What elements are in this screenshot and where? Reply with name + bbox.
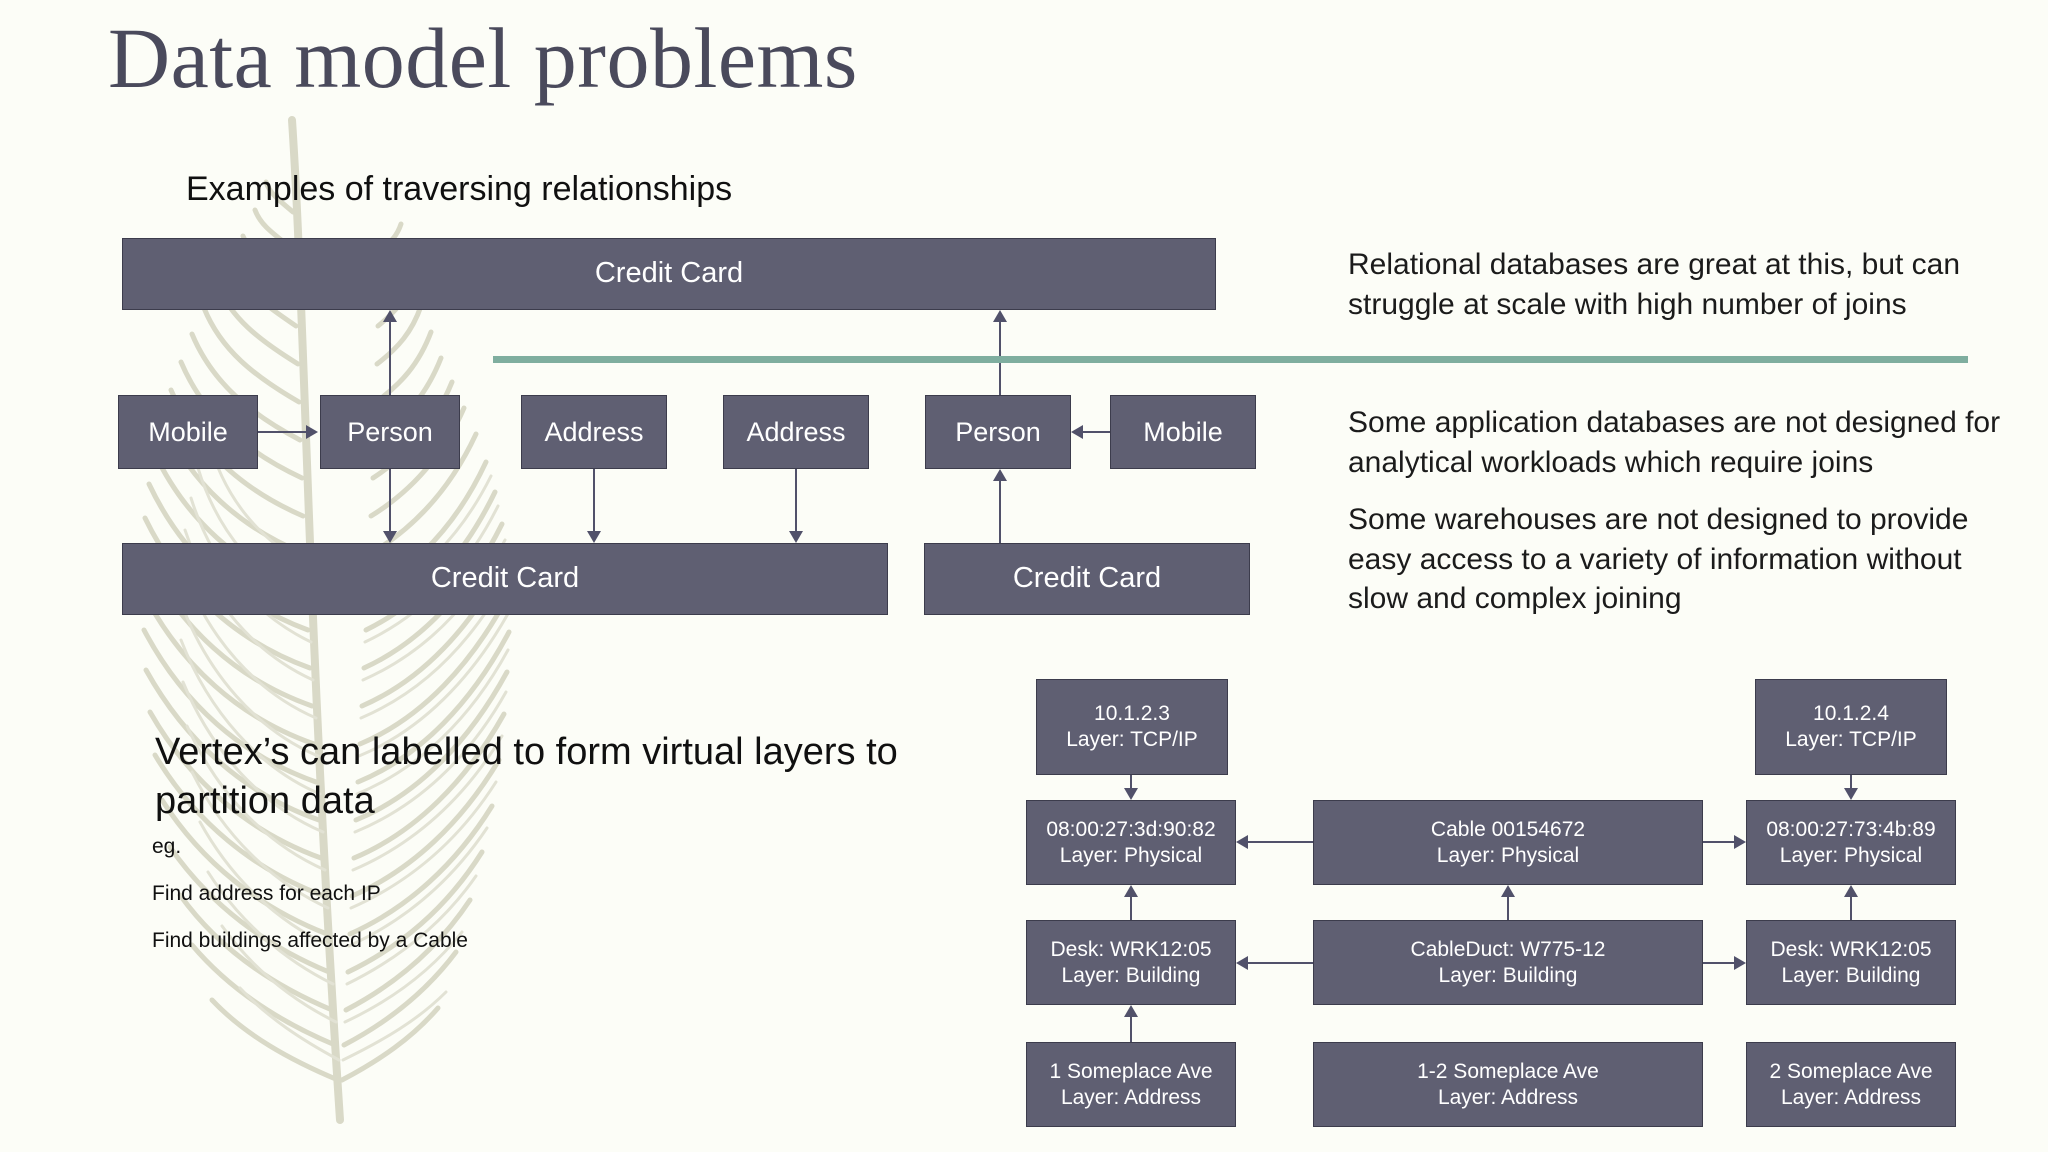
connector-building-right-to-physical-right: [1850, 897, 1852, 920]
note-relational-databases: Relational databases are great at this, …: [1348, 248, 1961, 321]
arrowhead-right-mobile-to-person: [1071, 425, 1083, 439]
connector-tcpip-left-to-physical-left: [1130, 775, 1132, 788]
node-line-1: Cable 00154672: [1430, 817, 1586, 841]
arrowhead-right-bottom-credit-card-to-person: [993, 469, 1007, 481]
node-line-2: Layer: Physical: [1779, 843, 1923, 867]
arrowhead-person-to-bottom-credit-card: [383, 531, 397, 543]
node-address-middle[interactable]: 1-2 Someplace Ave Layer: Address: [1313, 1042, 1703, 1127]
arrowhead-cableduct-to-building-left: [1236, 956, 1248, 970]
node-label: Mobile: [1143, 416, 1223, 447]
connector-right-mobile-to-person: [1083, 431, 1110, 433]
connector-cable-to-physical-left: [1248, 841, 1313, 843]
arrowhead-cableduct-to-cable: [1501, 885, 1515, 897]
node-physical-middle[interactable]: Cable 00154672 Layer: Physical: [1313, 800, 1703, 885]
node-left-address-1[interactable]: Address: [521, 395, 667, 469]
arrowhead-building-left-to-physical-left: [1124, 885, 1138, 897]
node-line-2: Layer: Address: [1060, 1085, 1202, 1109]
node-line-1: CableDuct: W775-12: [1410, 937, 1606, 961]
node-tcpip-right[interactable]: 10.1.2.4 Layer: TCP/IP: [1755, 679, 1947, 775]
node-top-credit-card[interactable]: Credit Card: [122, 238, 1216, 310]
node-line-2: Layer: TCP/IP: [1066, 728, 1198, 751]
node-line-1: 10.1.2.4: [1813, 702, 1889, 726]
node-label: Address: [544, 416, 644, 447]
arrowhead-person-to-top-credit-card: [383, 310, 397, 322]
arrowhead-cableduct-to-building-right: [1734, 956, 1746, 970]
connector-address-left-to-building-left: [1130, 1017, 1132, 1042]
vertex-example-find-address: Find address for each IP: [152, 882, 381, 905]
node-building-middle[interactable]: CableDuct: W775-12 Layer: Building: [1313, 920, 1703, 1005]
arrowhead-mobile-to-person: [306, 425, 318, 439]
node-left-address-2[interactable]: Address: [723, 395, 869, 469]
node-left-person[interactable]: Person: [320, 395, 460, 469]
node-line-2: Layer: Building: [1061, 963, 1201, 987]
node-label: Credit Card: [430, 562, 580, 595]
connector-tcpip-right-to-physical-right: [1850, 775, 1852, 788]
node-right-person[interactable]: Person: [925, 395, 1071, 469]
connector-building-left-to-physical-left: [1130, 897, 1132, 920]
node-physical-left[interactable]: 08:00:27:3d:90:82 Layer: Physical: [1026, 800, 1236, 885]
node-label: Credit Card: [594, 257, 744, 290]
page-title: Data model problems: [108, 10, 858, 106]
node-line-1: Desk: WRK12:05: [1770, 937, 1932, 961]
node-line-1: 2 Someplace Ave: [1769, 1059, 1933, 1083]
node-line-1: 1-2 Someplace Ave: [1417, 1059, 1599, 1083]
node-line-2: Layer: Address: [1437, 1085, 1579, 1109]
node-left-bottom-credit-card[interactable]: Credit Card: [122, 543, 888, 615]
node-label: Credit Card: [1012, 562, 1162, 595]
connector-person-to-top-credit-card: [389, 322, 391, 395]
node-right-bottom-credit-card[interactable]: Credit Card: [924, 543, 1250, 615]
vertex-example-find-buildings: Find buildings affected by a Cable: [152, 929, 468, 952]
node-line-2: Layer: Building: [1781, 963, 1921, 987]
vertex-eg-label: eg.: [152, 835, 182, 858]
arrowhead-cable-to-physical-left: [1236, 835, 1248, 849]
arrowhead-address-left-to-building-left: [1124, 1005, 1138, 1017]
node-label: Mobile: [148, 416, 228, 447]
node-line-2: Layer: TCP/IP: [1785, 728, 1917, 751]
node-line-1: 08:00:27:3d:90:82: [1046, 817, 1216, 841]
connector-cableduct-to-building-left: [1248, 962, 1313, 964]
node-left-mobile[interactable]: Mobile: [118, 395, 258, 469]
vertex-layers-heading: Vertex’s can labelled to form virtual la…: [155, 731, 898, 822]
node-label: Address: [746, 416, 846, 447]
node-line-2: Layer: Physical: [1436, 843, 1580, 867]
arrowhead-tcpip-left-to-physical-left: [1124, 788, 1138, 800]
node-address-left[interactable]: 1 Someplace Ave Layer: Address: [1026, 1042, 1236, 1127]
connector-cable-to-physical-right: [1703, 841, 1734, 843]
arrowhead-cable-to-physical-right: [1734, 835, 1746, 849]
node-address-right[interactable]: 2 Someplace Ave Layer: Address: [1746, 1042, 1956, 1127]
arrowhead-right-person-to-top-credit-card: [993, 310, 1007, 322]
connector-person-to-bottom-credit-card: [389, 469, 391, 531]
section-subtitle: Examples of traversing relationships: [186, 170, 733, 208]
arrowhead-tcpip-right-to-physical-right: [1844, 788, 1858, 800]
node-right-mobile[interactable]: Mobile: [1110, 395, 1256, 469]
node-line-1: Desk: WRK12:05: [1050, 937, 1212, 961]
connector-address1-to-bottom-credit-card: [593, 469, 595, 531]
arrowhead-building-right-to-physical-right: [1844, 885, 1858, 897]
node-label: Person: [955, 416, 1041, 447]
node-line-1: 08:00:27:73:4b:89: [1766, 817, 1936, 841]
node-physical-right[interactable]: 08:00:27:73:4b:89 Layer: Physical: [1746, 800, 1956, 885]
node-label: Person: [347, 416, 433, 447]
connector-mobile-to-person: [258, 431, 306, 433]
node-line-2: Layer: Building: [1438, 963, 1578, 987]
node-line-1: 1 Someplace Ave: [1049, 1059, 1213, 1083]
connector-right-bottom-credit-card-to-person: [999, 481, 1001, 543]
arrowhead-address2-to-bottom-credit-card: [789, 531, 803, 543]
connector-address2-to-bottom-credit-card: [795, 469, 797, 531]
node-line-1: 10.1.2.3: [1094, 702, 1170, 726]
node-line-2: Layer: Address: [1780, 1085, 1922, 1109]
node-building-left[interactable]: Desk: WRK12:05 Layer: Building: [1026, 920, 1236, 1005]
arrowhead-address1-to-bottom-credit-card: [587, 531, 601, 543]
connector-cableduct-to-building-right: [1703, 962, 1734, 964]
note-warehouses: Some warehouses are not designed to prov…: [1348, 503, 1969, 616]
node-tcpip-left[interactable]: 10.1.2.3 Layer: TCP/IP: [1036, 679, 1228, 775]
connector-cableduct-to-cable: [1507, 897, 1509, 920]
note-application-databases: Some application databases are not desig…: [1348, 406, 2001, 479]
node-building-right[interactable]: Desk: WRK12:05 Layer: Building: [1746, 920, 1956, 1005]
node-line-2: Layer: Physical: [1059, 843, 1203, 867]
accent-divider-rule: [493, 356, 1968, 363]
